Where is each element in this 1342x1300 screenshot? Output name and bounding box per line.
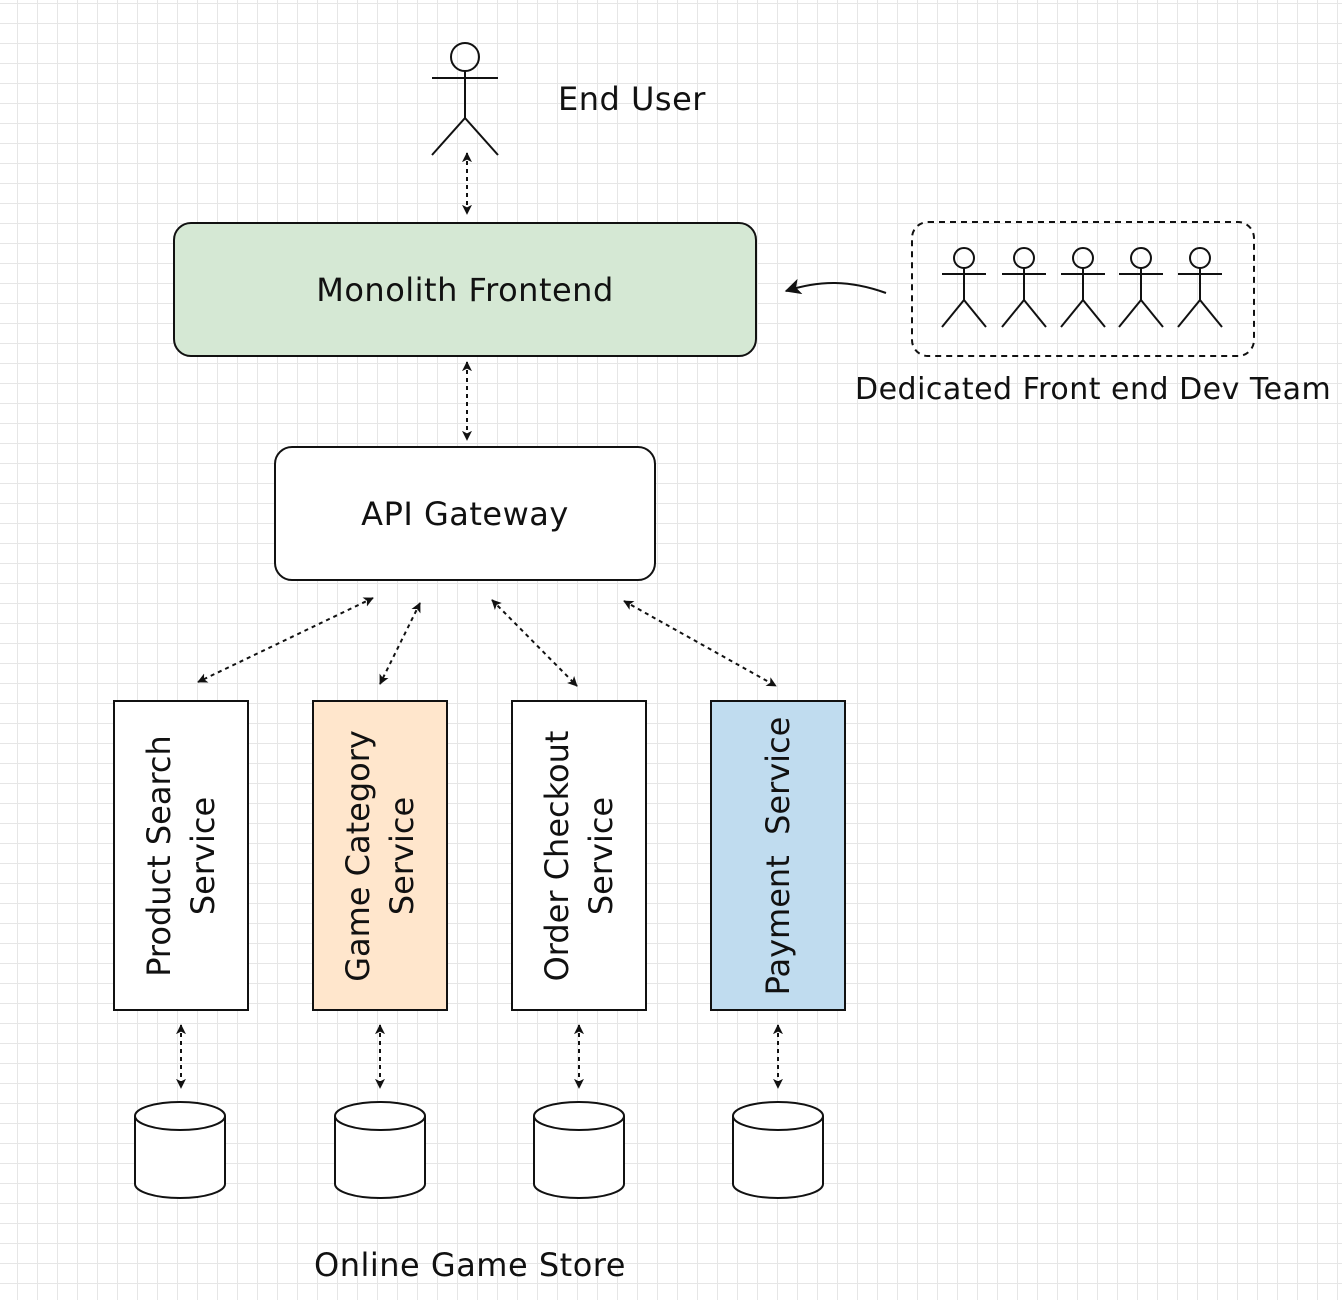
- service-label-line2: Service: [184, 796, 222, 915]
- dev-actor-icon: [1001, 247, 1047, 328]
- database-icon: [334, 1101, 426, 1199]
- service-label-line2: Service: [383, 796, 421, 915]
- gateway-order-checkout-connector: [491, 599, 578, 687]
- service-label: Payment Service: [756, 716, 800, 995]
- database-icon: [732, 1101, 824, 1199]
- monolith-frontend-label: Monolith Frontend: [316, 270, 614, 309]
- service-label-line2: Service: [582, 796, 620, 915]
- service-label: Game Category Service: [336, 730, 424, 982]
- payment-service-box: Payment Service: [710, 700, 846, 1011]
- order-checkout-service-box: Order Checkout Service: [511, 700, 647, 1011]
- service-label-line1: Order Checkout: [538, 730, 576, 981]
- service-label: Order Checkout Service: [535, 730, 623, 981]
- dev-actor-icon: [1060, 247, 1106, 328]
- dev-actor-icon: [1118, 247, 1164, 328]
- service-label-line1: Payment Service: [759, 716, 797, 995]
- service-label-line1: Product Search: [140, 734, 178, 977]
- service-label-line1: Game Category: [339, 729, 377, 982]
- api-gateway-box: API Gateway: [274, 446, 656, 581]
- monolith-frontend-box: Monolith Frontend: [173, 222, 757, 357]
- game-category-service-box: Game Category Service: [312, 700, 448, 1011]
- service-label: Product Search Service: [137, 735, 225, 977]
- end-user-actor: [431, 42, 499, 156]
- database-icon: [533, 1101, 625, 1199]
- gateway-payment-connector: [623, 600, 777, 687]
- dev-actor-icon: [941, 247, 987, 328]
- dev-team-to-frontend-arrow: [784, 278, 887, 295]
- dev-team-actors: [941, 247, 1223, 328]
- api-gateway-label: API Gateway: [361, 494, 569, 533]
- dev-actor-icon: [1177, 247, 1223, 328]
- gateway-product-search-connector: [197, 597, 374, 683]
- end-user-label: End User: [558, 80, 706, 118]
- gateway-game-category-connector: [379, 602, 421, 685]
- diagram-caption: Online Game Store: [314, 1246, 626, 1284]
- dev-team-label: Dedicated Front end Dev Team: [855, 372, 1332, 407]
- database-icon: [134, 1101, 226, 1199]
- product-search-service-box: Product Search Service: [113, 700, 249, 1011]
- dev-team-group: [911, 221, 1255, 357]
